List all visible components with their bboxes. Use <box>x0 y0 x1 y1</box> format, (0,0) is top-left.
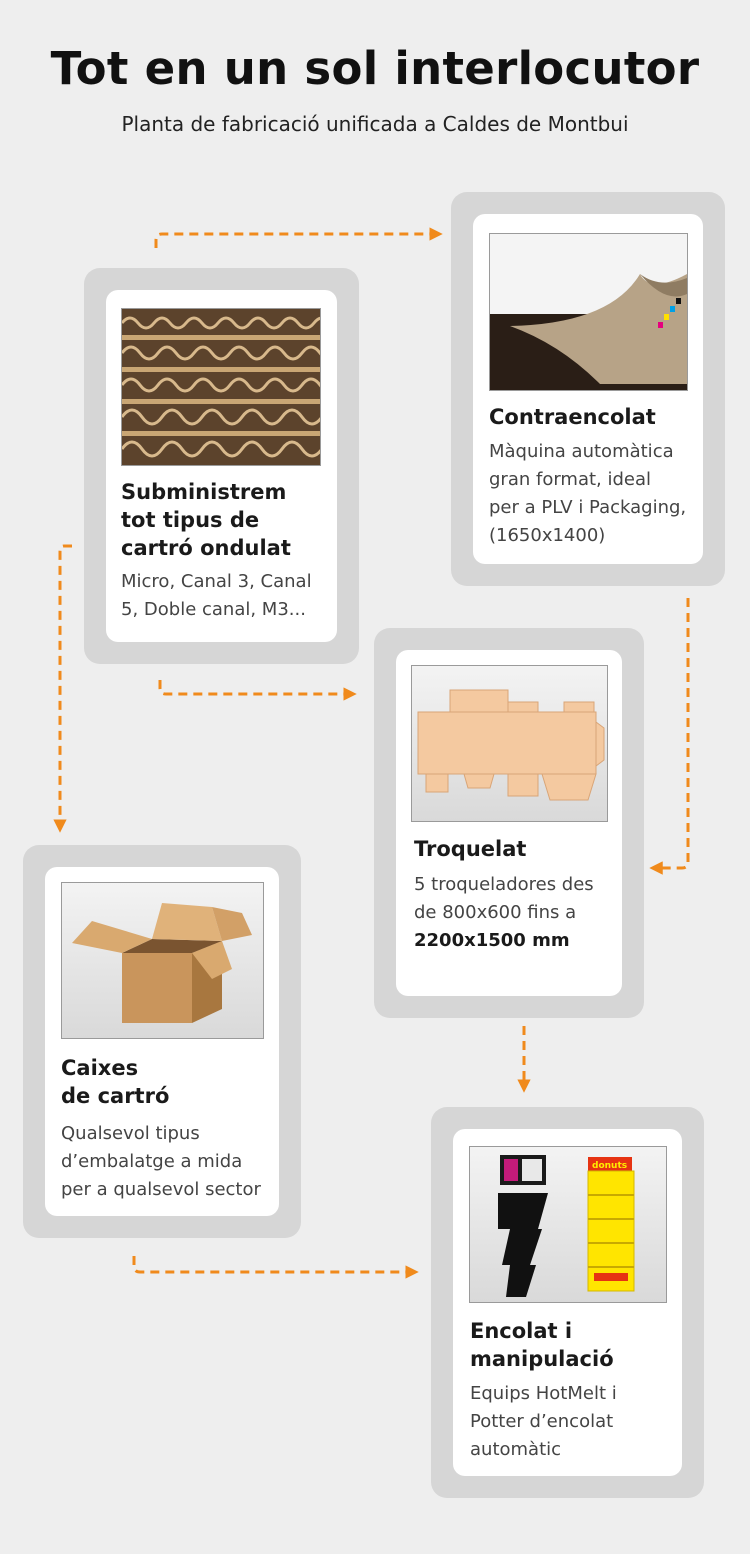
card-boxes-title: Caixes de cartró <box>61 1056 170 1108</box>
arrow-supply-to-laminate <box>154 227 443 248</box>
card-supply-desc: Micro, Canal 3, Canal 5, Doble canal, M3… <box>121 571 312 620</box>
card-diecut-desc-wrap: 5 troqueladores des de 800x600 fins a 22… <box>414 871 629 955</box>
card-gluing-title: Encolat i manipulació <box>470 1319 614 1371</box>
display-stands-image: donuts <box>469 1146 667 1303</box>
card-laminate-desc: Màquina automàtica gran format, ideal pe… <box>489 441 687 546</box>
laminated-sheet-image <box>489 233 688 391</box>
corrugated-cardboard-image <box>121 308 321 466</box>
cardboard-box-image <box>61 882 264 1039</box>
display-brand: donuts <box>592 1161 627 1171</box>
arrow-laminate-to-diecut <box>649 598 690 875</box>
card-supply-title: Subministrem tot tipus de cartró ondulat <box>121 480 291 560</box>
card-laminate-title: Contraencolat <box>489 405 656 429</box>
card-boxes-desc: Qualsevol tipus d’embalatge a mida per a… <box>61 1123 261 1200</box>
page-title: Tot en un sol interlocutor <box>50 42 700 95</box>
card-gluing-desc: Equips HotMelt i Potter d’encolat automà… <box>470 1383 617 1460</box>
card-diecut-desc-bold: 2200x1500 mm <box>414 930 570 951</box>
arrow-left-down-to-boxes <box>53 544 72 833</box>
card-diecut-title: Troquelat <box>414 837 527 861</box>
diecut-box-template-image <box>411 665 608 822</box>
card-diecut-desc: 5 troqueladores des de 800x600 fins a <box>414 874 594 923</box>
arrow-boxes-to-gluing <box>132 1256 419 1279</box>
arrow-supply-to-diecut <box>158 680 357 701</box>
page-subtitle: Planta de fabricació unificada a Caldes … <box>121 112 629 136</box>
